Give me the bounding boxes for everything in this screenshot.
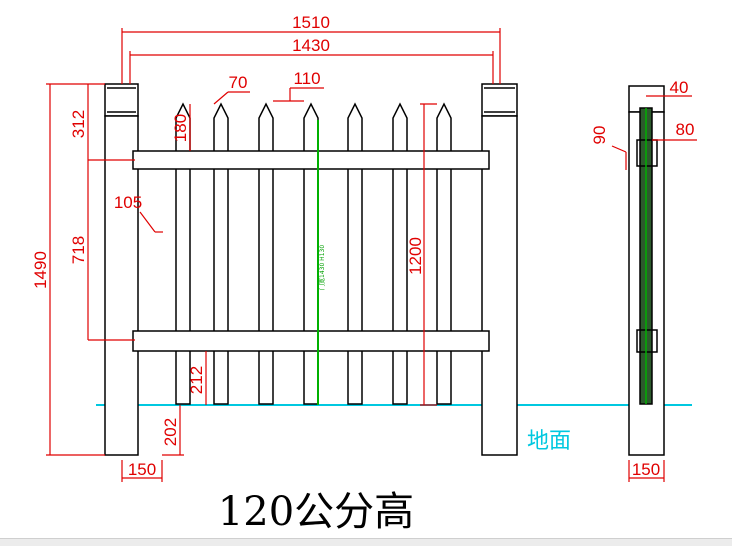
picket: [392, 102, 408, 405]
dim-post-top: 312: [69, 110, 88, 138]
top-rail: [132, 150, 490, 170]
dim-picket-width: 70: [229, 73, 248, 92]
dim-side-offset: 90: [590, 126, 609, 145]
right-post: [481, 83, 518, 456]
dim-post-width-side: 150: [632, 460, 660, 479]
picket: [436, 102, 452, 405]
dim-picket-gap: 110: [293, 69, 320, 88]
dim-inner-width: 1430: [292, 36, 330, 55]
dim-picket-height: 1200: [406, 237, 425, 275]
dim-side-rail: 80: [676, 120, 695, 139]
pickets: [175, 102, 452, 405]
ground-label: 地面: [527, 429, 571, 454]
dim-overall-width: 1510: [292, 13, 330, 32]
dim-side-top-width: 40: [670, 78, 689, 97]
picket: [213, 102, 229, 405]
picket: [175, 102, 191, 405]
dim-post-width-left: 150: [128, 460, 156, 479]
dim-rail-spacing: 718: [69, 236, 88, 264]
dim-bottom-gap: 212: [187, 366, 206, 394]
bottom-rail: [132, 330, 490, 352]
picket: [347, 102, 363, 405]
left-post: [104, 83, 139, 456]
bottom-scrollbar[interactable]: [0, 538, 732, 546]
gate-note: 门宽1430 H130: [318, 245, 326, 290]
dim-rail-offset: 105: [114, 193, 142, 212]
drawing-title: 120公分高: [218, 489, 414, 535]
picket: [303, 102, 319, 405]
picket: [258, 102, 274, 405]
dim-overall-height: 1490: [31, 251, 50, 289]
dimension-lines: [46, 28, 697, 482]
dim-tip-height: 180: [171, 114, 190, 142]
rails: [132, 150, 490, 352]
dim-below-ground: 202: [161, 418, 180, 446]
